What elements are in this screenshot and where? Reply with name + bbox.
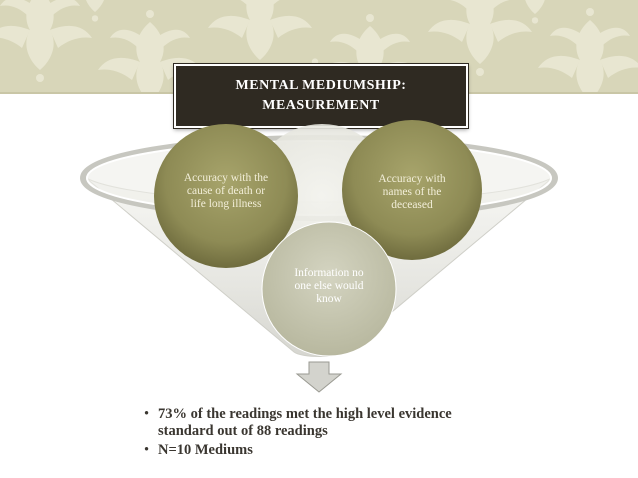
bullet-marker: • xyxy=(144,406,150,422)
slide-title: MENTAL MEDIUMSHIP: MEASUREMENT xyxy=(173,63,469,129)
circle-names xyxy=(342,120,482,260)
bullet-item: • N=10 Mediums xyxy=(144,442,564,459)
circle-label-names: Accuracy with names of the deceased xyxy=(378,173,446,211)
bullet-list: • 73% of the readings met the high level… xyxy=(144,406,564,461)
bullet-marker: • xyxy=(144,442,150,458)
title-line-1: MENTAL MEDIUMSHIP: xyxy=(235,78,407,93)
circle-label-cause-of-death: Accuracy with the cause of death or life… xyxy=(183,172,269,210)
bullet-text-line: 73% of the readings met the high level e… xyxy=(158,406,452,422)
circle-label-information: Information no one else would know xyxy=(294,267,364,305)
title-line-2: MEASUREMENT xyxy=(262,98,380,113)
circle-information xyxy=(261,221,397,357)
circle-cause-of-death xyxy=(154,124,298,268)
bullet-item: • 73% of the readings met the high level… xyxy=(144,406,564,440)
bullet-text-line: N=10 Mediums xyxy=(158,442,253,458)
down-arrow-icon xyxy=(295,361,343,393)
bullet-text-line: standard out of 88 readings xyxy=(158,423,328,439)
